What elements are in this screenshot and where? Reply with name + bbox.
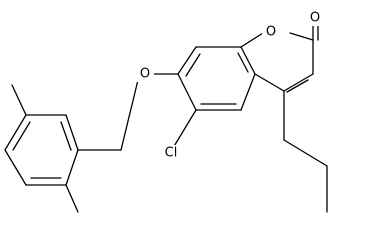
bond-c8-c7 xyxy=(177,46,197,75)
bond-c4-c4a xyxy=(254,73,285,92)
ring-oxygen-label-bg xyxy=(262,24,280,40)
bond-c1prime-c2prime xyxy=(65,149,79,186)
ether-oxygen-label: O xyxy=(140,67,150,82)
bond-o1-c8a xyxy=(240,32,264,48)
bond-c2-o1 xyxy=(289,32,314,41)
bond-c8-c7-double xyxy=(185,53,201,77)
bond-c3prime-c4prime xyxy=(4,149,27,186)
bond-ether-o-ch2 xyxy=(120,79,139,151)
bond-c4a-c8a-inner xyxy=(237,52,249,73)
bond-c7-c6 xyxy=(177,73,197,111)
bond-layer xyxy=(4,17,328,213)
ether-oxygen-label-bg xyxy=(136,66,154,82)
bond-c4prime-c5prime xyxy=(4,114,27,151)
bond-c5-c4a xyxy=(240,73,256,111)
bond-c3-c4-double xyxy=(286,79,309,93)
bond-c4prime-c5prime-double xyxy=(12,121,31,151)
bond-propyl-1-2 xyxy=(283,139,328,167)
chlorine-label: Cl xyxy=(165,146,178,161)
bond-c3-c4 xyxy=(283,73,314,92)
chlorine-label-bg xyxy=(158,145,184,161)
bond-c2prime-methyl xyxy=(65,184,79,213)
bond-c4a-c8a xyxy=(240,46,256,75)
bond-c5prime-methyl xyxy=(11,84,27,116)
bond-c6prime-c1prime-double xyxy=(60,121,72,151)
bond-c6prime-c1prime xyxy=(65,114,79,151)
carbonyl-oxygen-atom: O xyxy=(306,10,324,26)
atom-layer: O O O Cl xyxy=(136,10,324,161)
ring-oxygen-label: O xyxy=(266,25,276,40)
molecule-structure: O O O Cl xyxy=(4,10,328,213)
carbonyl-oxygen-label: O xyxy=(310,11,320,26)
carbonyl-oxygen-label-bg xyxy=(306,10,324,26)
chlorine-atom: Cl xyxy=(158,145,184,161)
ring-oxygen-atom: O xyxy=(262,24,280,40)
bond-c6-cl xyxy=(172,109,197,149)
ether-oxygen-atom: O xyxy=(136,66,154,82)
